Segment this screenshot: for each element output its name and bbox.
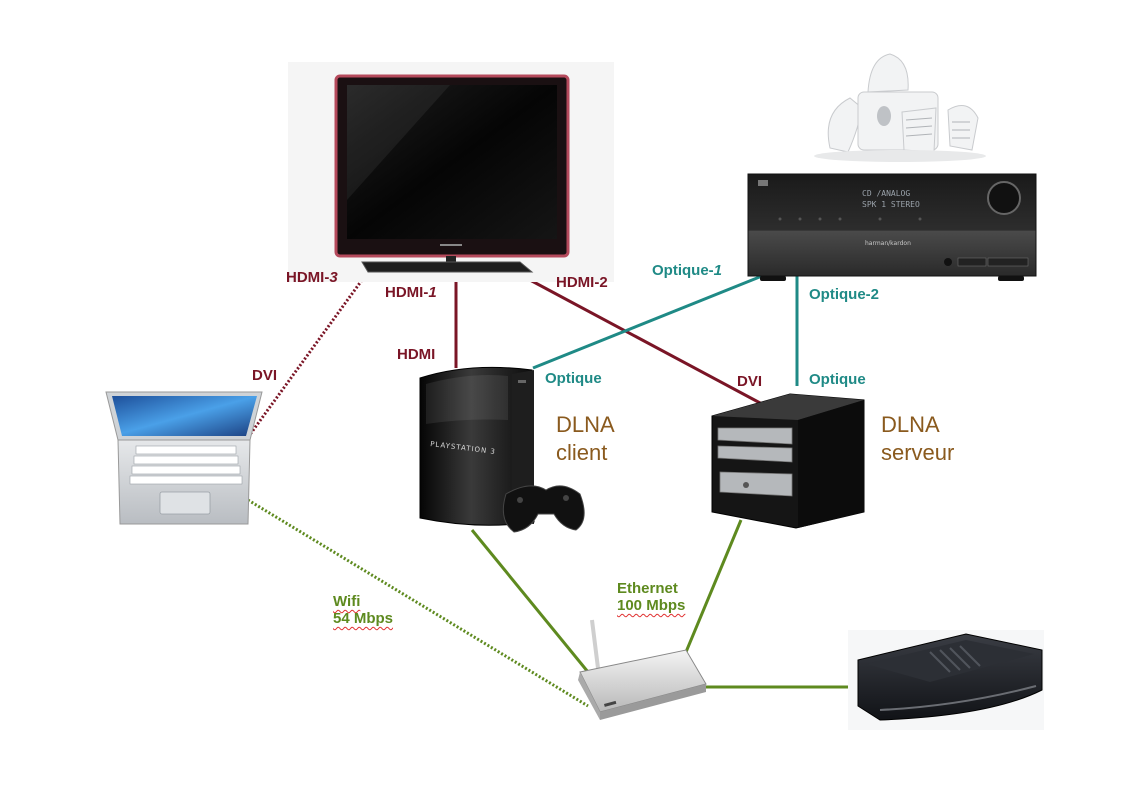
hdmi-1-label: HDMI-1 <box>385 284 437 301</box>
game-controller-icon <box>502 485 585 533</box>
hdmi-2-label: HDMI-2 <box>556 274 608 291</box>
wifi-router-icon <box>578 619 707 720</box>
flat-screen-tv-icon <box>288 62 614 282</box>
surround-speakers-icon <box>814 53 986 162</box>
dlna-server-line-2: serveur <box>881 440 955 465</box>
dvi-laptop-label: DVI <box>252 367 278 384</box>
optique-pc-label: Optique <box>809 371 866 388</box>
pc-tower-icon <box>711 393 865 529</box>
ethernet-label: Ethernet <box>617 580 678 597</box>
optical-connections <box>532 274 799 386</box>
dvi-pc-label: DVI <box>737 373 763 390</box>
optique-2-label: Optique-2 <box>809 286 879 303</box>
optique-1-label: Optique-1 <box>652 262 722 279</box>
ps3-router-ethernet-cable <box>470 529 590 673</box>
hdmi-3-label: HDMI-3 <box>286 269 338 286</box>
laptop-router-wifi-link <box>247 498 589 708</box>
network-connections <box>247 498 856 708</box>
tv-pc-hdmi-cable <box>514 270 763 406</box>
pc-router-ethernet-cable <box>684 519 743 653</box>
wifi-speed-label: Wifi 54 Mbps <box>333 593 393 627</box>
receiver-brand-label: harman/kardon <box>865 240 911 247</box>
wifi-label: Wifi <box>333 593 361 610</box>
dlna-server-label: DLNA serveur <box>881 411 954 467</box>
tv-laptop-hdmi-cable <box>244 279 364 441</box>
av-receiver-icon: CD /ANALOG SPK 1 STEREO harman/kardon <box>747 173 1037 281</box>
receiver-display-line-1: CD /ANALOG <box>862 189 910 198</box>
dlna-client-line-1: DLNA <box>556 412 615 437</box>
ps3-receiver-optical-cable <box>532 274 763 370</box>
hdmi-connections <box>244 270 763 441</box>
optique-ps3-label: Optique <box>545 370 602 387</box>
hdmi-ps3-label: HDMI <box>397 346 436 363</box>
game-console-icon: PLAYSTATION 3 <box>419 366 535 526</box>
wifi-rate-label: 54 Mbps <box>333 610 394 627</box>
dlna-server-line-1: DLNA <box>881 412 940 437</box>
receiver-display-line-2: SPK 1 STEREO <box>862 200 920 209</box>
modem-box-icon <box>848 630 1044 730</box>
dlna-client-label: DLNA client <box>556 411 615 467</box>
laptop-icon <box>105 391 263 525</box>
volume-knob-icon <box>987 181 1021 215</box>
dlna-client-line-2: client <box>556 440 608 465</box>
ethernet-speed-label: Ethernet 100 Mbps <box>617 580 685 614</box>
ethernet-rate-label: 100 Mbps <box>617 597 686 614</box>
